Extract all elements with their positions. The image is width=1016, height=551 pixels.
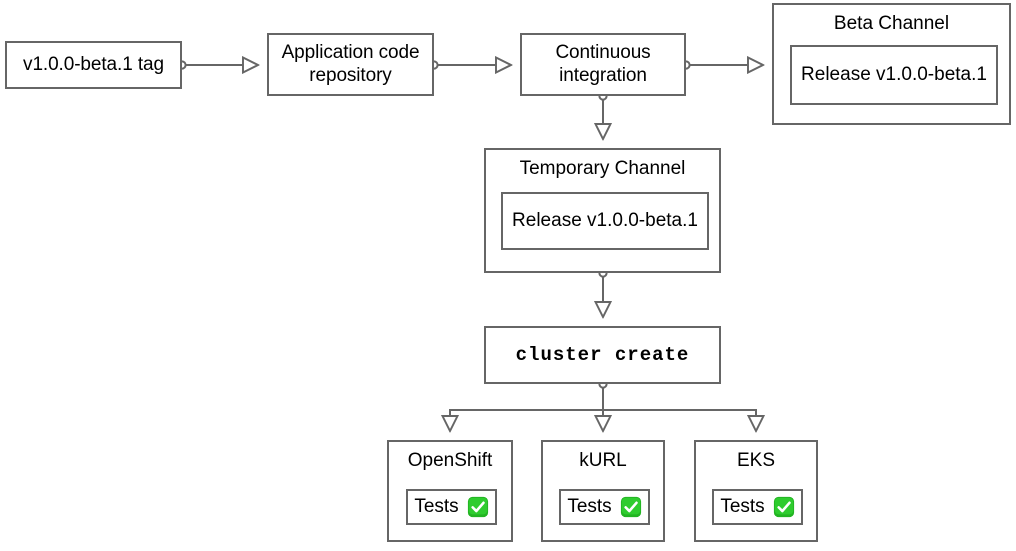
check-mark-icon <box>620 496 642 518</box>
group-kurl[interactable]: kURL Tests <box>541 440 665 542</box>
inner-kurl-tests-label: Tests <box>567 496 612 517</box>
group-beta-channel[interactable]: Beta Channel Release v1.0.0-beta.1 <box>772 3 1011 125</box>
node-application-code-repository[interactable]: Application code repository <box>267 33 434 96</box>
inner-temporary-channel-release-label: Release v1.0.0-beta.1 <box>512 210 698 231</box>
node-continuous-integration[interactable]: Continuous integration <box>520 33 686 96</box>
check-mark-icon <box>467 496 489 518</box>
inner-eks-tests-label: Tests <box>720 496 765 517</box>
group-openshift[interactable]: OpenShift Tests <box>387 440 513 542</box>
group-eks[interactable]: EKS Tests <box>694 440 818 542</box>
group-kurl-title: kURL <box>579 450 627 471</box>
node-version-tag-label: v1.0.0-beta.1 tag <box>23 53 164 75</box>
group-temporary-channel[interactable]: Temporary Channel Release v1.0.0-beta.1 <box>484 148 721 273</box>
inner-openshift-tests[interactable]: Tests <box>406 489 497 525</box>
inner-beta-channel-release-label: Release v1.0.0-beta.1 <box>801 64 987 85</box>
edge-cluster-create-to-eks <box>602 384 756 431</box>
node-cluster-create[interactable]: cluster create <box>484 326 721 384</box>
node-application-code-repository-label: Application code repository <box>281 41 420 86</box>
group-openshift-title: OpenShift <box>407 450 493 471</box>
group-temporary-channel-title: Temporary Channel <box>519 158 686 179</box>
group-beta-channel-title: Beta Channel <box>833 13 950 34</box>
inner-temporary-channel-release[interactable]: Release v1.0.0-beta.1 <box>501 192 709 250</box>
node-continuous-integration-label: Continuous integration <box>555 41 651 86</box>
inner-openshift-tests-label: Tests <box>414 496 459 517</box>
inner-kurl-tests[interactable]: Tests <box>559 489 650 525</box>
inner-beta-channel-release[interactable]: Release v1.0.0-beta.1 <box>790 45 998 105</box>
check-mark-icon <box>773 496 795 518</box>
node-cluster-create-label: cluster create <box>515 343 690 366</box>
node-version-tag[interactable]: v1.0.0-beta.1 tag <box>5 41 182 89</box>
group-eks-title: EKS <box>736 450 776 471</box>
edge-cluster-create-to-openshift <box>450 384 604 431</box>
inner-eks-tests[interactable]: Tests <box>712 489 803 525</box>
